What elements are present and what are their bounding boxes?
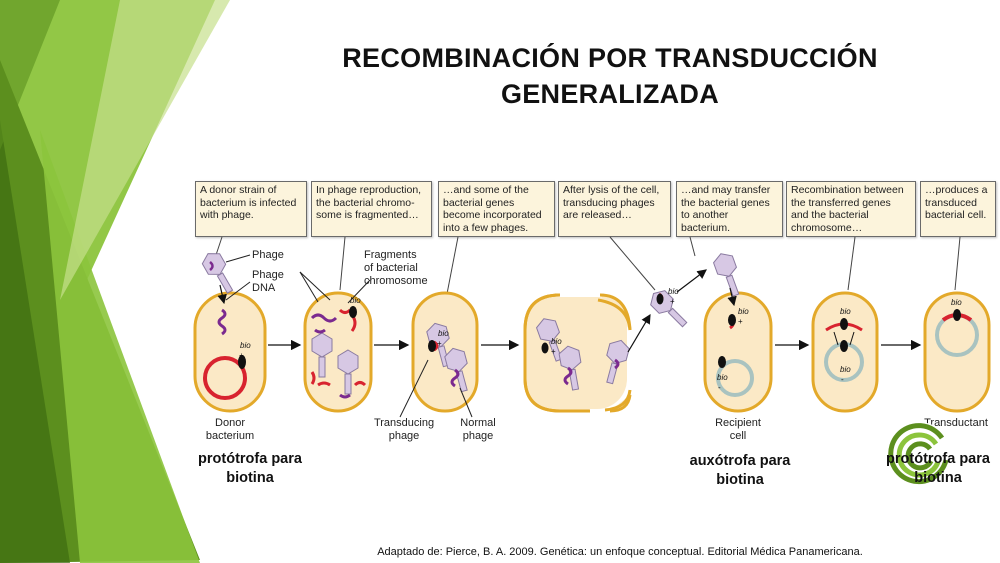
- svg-text:bio: bio: [438, 329, 449, 338]
- note-transductant-line2: biotina: [914, 470, 962, 486]
- note-transductant: protótrofa para biotina: [876, 450, 1000, 488]
- title-line-2: GENERALIZADA: [500, 79, 720, 109]
- label-fragments-line1: Fragments: [364, 249, 417, 261]
- label-phage: Phage: [252, 249, 284, 261]
- label-transducing-line2: phage: [388, 430, 420, 442]
- label-donor-line1: Donor: [215, 417, 245, 429]
- svg-text:bio: bio: [738, 307, 749, 316]
- note-donor: protótrofa para biotina: [170, 450, 330, 488]
- label-phage-dna-line1: Phage: [252, 269, 284, 281]
- svg-text:-: -: [841, 375, 844, 384]
- svg-text:+: +: [670, 297, 675, 306]
- title-line-1: RECOMBINACIÓN POR TRANSDUCCIÓN: [342, 43, 878, 73]
- callout-step-2: In phage reproduction, the bacterial chr…: [311, 181, 432, 237]
- label-donor-line2: bacterium: [205, 430, 255, 442]
- note-recipient-line2: biotina: [716, 472, 764, 488]
- callout-step-1: A donor strain of bacterium is infected …: [195, 181, 307, 237]
- svg-text:+: +: [437, 339, 442, 348]
- svg-text:bio: bio: [717, 373, 728, 382]
- callout-step-5: …and may transfer the bacterial genes to…: [676, 181, 783, 237]
- svg-text:bio: bio: [840, 307, 851, 316]
- donor-cell: bio +: [193, 248, 267, 413]
- label-phage-dna-line2: DNA: [252, 282, 276, 294]
- source-citation: Adaptado de: Pierce, B. A. 2009. Genétic…: [377, 546, 863, 558]
- svg-text:bio: bio: [951, 298, 962, 307]
- note-donor-line2: biotina: [226, 470, 274, 486]
- svg-text:bio: bio: [350, 296, 361, 305]
- svg-text:bio: bio: [240, 341, 251, 350]
- label-normal-line2: phage: [462, 430, 494, 442]
- note-transductant-line1: protótrofa para: [886, 451, 990, 467]
- svg-text:+: +: [551, 347, 556, 356]
- callout-step-4: After lysis of the cell, transducing pha…: [558, 181, 671, 237]
- label-recipient-line1: Recipient: [715, 417, 761, 429]
- label-normal-line1: Normal: [460, 417, 496, 429]
- callout-step-7: …produces a transduced bacterial cell.: [920, 181, 996, 237]
- phage-label-pointers: [225, 254, 251, 301]
- note-recipient-line1: auxótrofa para: [689, 453, 791, 469]
- green-concentric-arc-logo: [886, 422, 952, 488]
- svg-text:-: -: [718, 383, 721, 392]
- transductant-cell: bio: [923, 291, 991, 413]
- label-fragments-line2: of bacterial: [364, 262, 418, 274]
- label-recipient-line2: cell: [729, 430, 747, 442]
- svg-text:bio: bio: [551, 337, 562, 346]
- svg-text:bio: bio: [668, 287, 679, 296]
- note-recipient: auxótrofa para biotina: [660, 452, 820, 490]
- svg-text:bio: bio: [840, 365, 851, 374]
- note-donor-line1: protótrofa para: [198, 451, 302, 467]
- recombination-cell: bio bio -: [811, 291, 879, 413]
- callout-step-6: Recombination between the transferred ge…: [786, 181, 916, 237]
- svg-text:+: +: [239, 351, 244, 360]
- recipient-cell: bio + bio -: [703, 249, 773, 413]
- label-fragments-line3: chromosome: [364, 275, 428, 287]
- lysing-cell: bio +: [523, 293, 632, 413]
- fragmenting-cell: bio: [299, 271, 373, 413]
- label-transductant: Transductant: [924, 417, 988, 429]
- callout-step-3: …and some of the bacterial genes become …: [438, 181, 555, 237]
- packaging-cell: bio +: [399, 291, 479, 418]
- slide-title: RECOMBINACIÓN POR TRANSDUCCIÓN GENERALIZ…: [310, 40, 910, 112]
- svg-text:+: +: [738, 317, 743, 326]
- released-phage: bio +: [627, 269, 707, 353]
- label-transducing-line1: Transducing: [373, 417, 435, 429]
